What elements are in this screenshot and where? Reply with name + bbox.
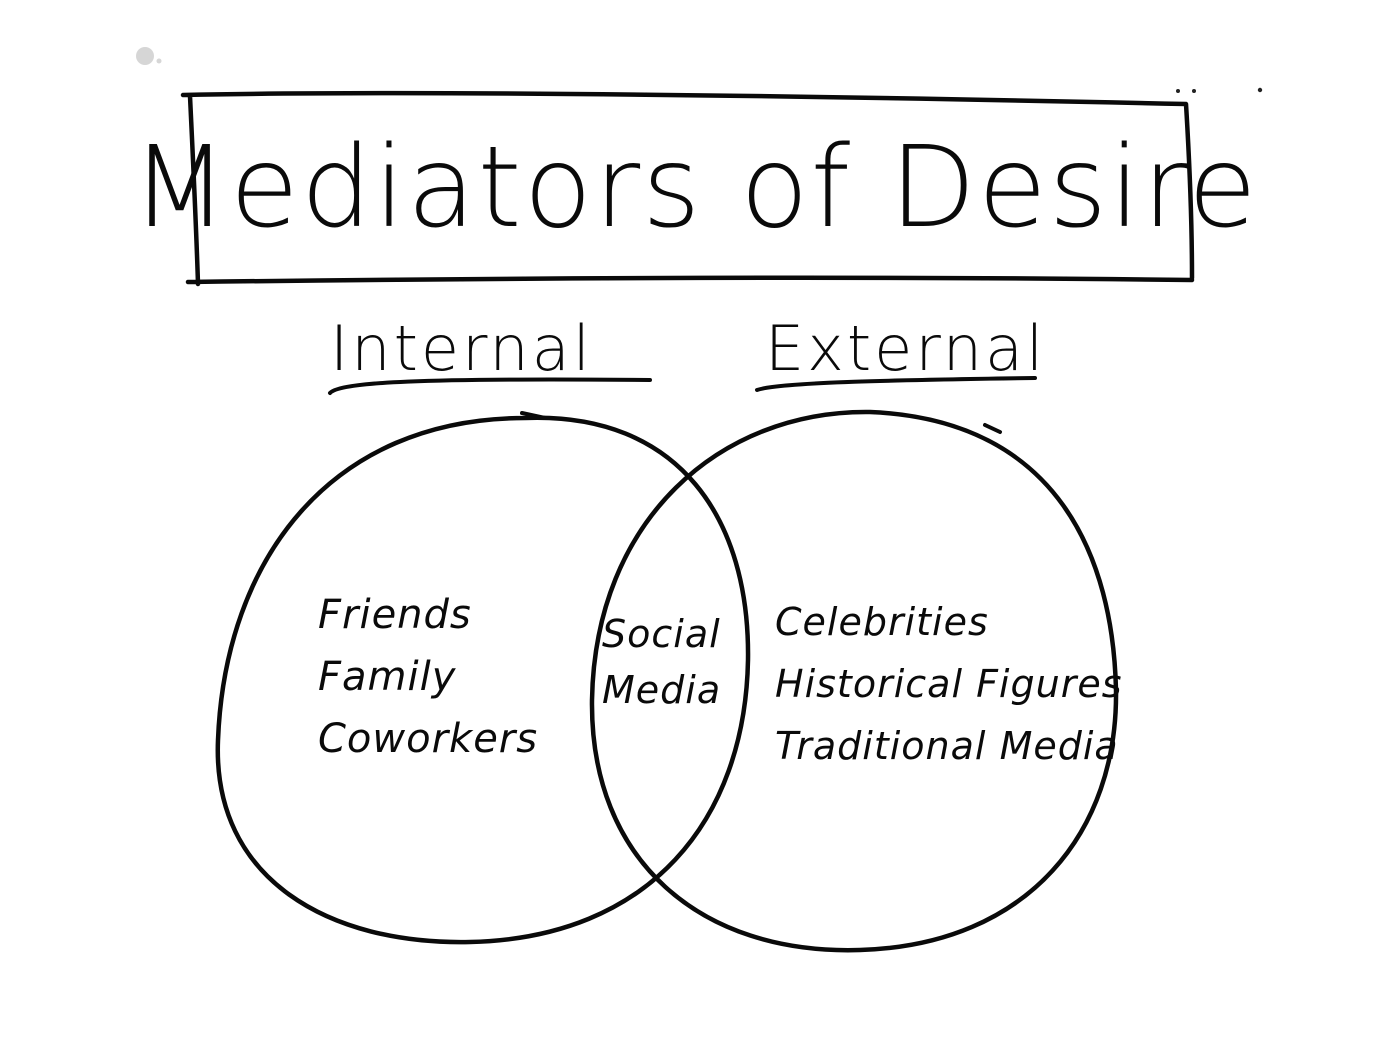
title-box [180,90,1195,287]
stray-dot [156,58,162,64]
venn-circle-external [589,409,1119,953]
stray-dot [1257,87,1263,93]
stray-dot [1192,89,1196,93]
venn-circle-internal-tick [520,411,547,420]
set-label-internal: Internal [330,312,593,385]
diagram-title: Mediators of Desire [131,123,1259,253]
list-item: Social [602,612,721,656]
venn-circle-external-tick [983,423,1002,434]
list-item: Traditional Media [775,724,1119,768]
stray-dot [1176,89,1180,93]
overlap-items: Social Media [602,615,721,727]
internal-items: Friends Family Coworkers [318,595,538,781]
list-item: Friends [318,592,472,638]
list-item: Family [318,654,457,700]
stray-dot [136,47,154,65]
external-items: Celebrities Historical Figures Tradition… [775,603,1123,789]
internal-underline [328,377,652,395]
list-item: Coworkers [318,716,539,762]
venn-circle-internal [215,415,751,945]
list-item: Celebrities [775,600,989,644]
set-label-external: External [765,312,1047,385]
list-item: Historical Figures [775,662,1123,706]
external-underline [755,376,1037,392]
list-item: Media [602,668,722,712]
